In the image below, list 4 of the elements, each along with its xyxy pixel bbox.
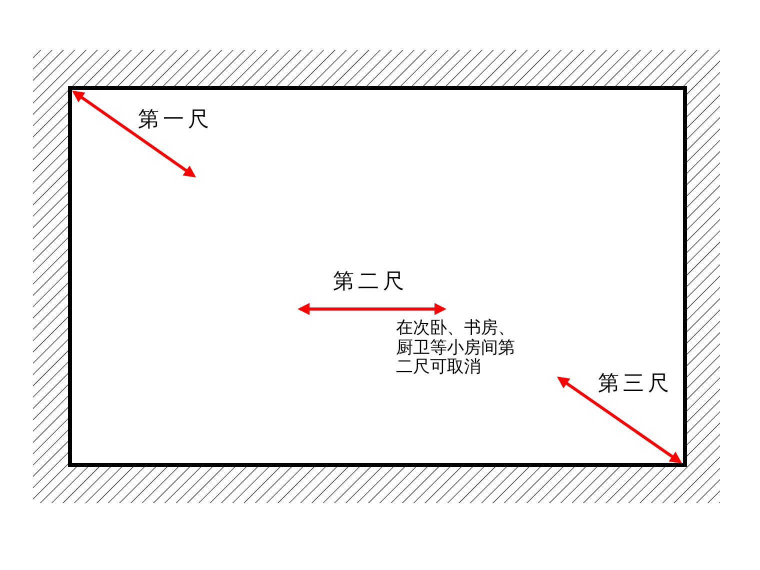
note-text: 在次卧、书房、厨卫等小房间第二尺可取消 (396, 318, 516, 377)
measure-label: 第三尺 (598, 370, 673, 397)
measure-label: 第二尺 (333, 268, 408, 295)
measure-label: 第一尺 (138, 106, 213, 133)
